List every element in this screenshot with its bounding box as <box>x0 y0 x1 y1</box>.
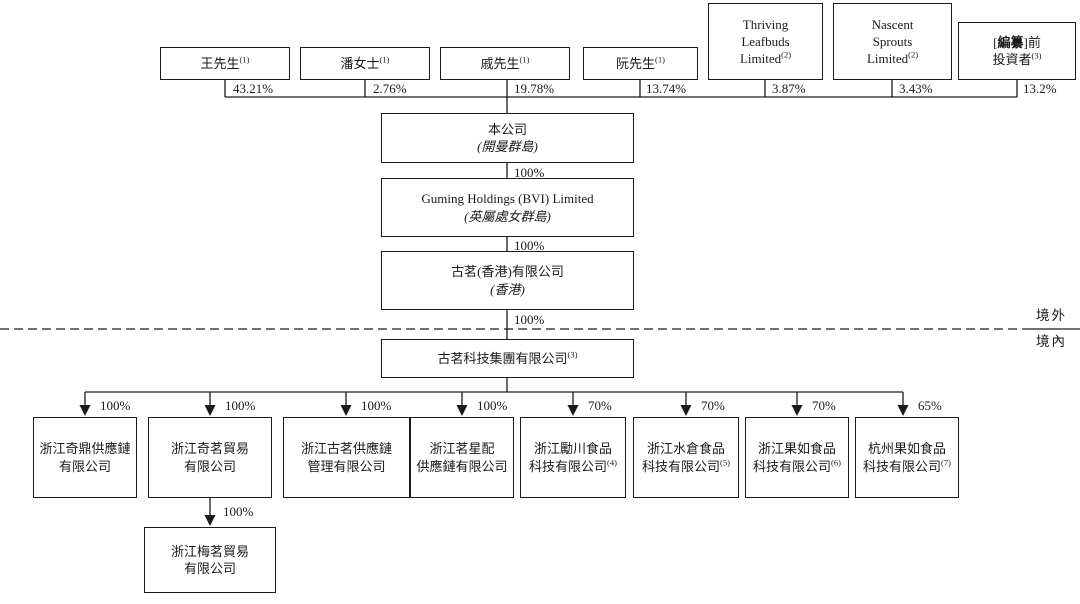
pct-mr-ruan: 13.74% <box>646 81 687 96</box>
shareholder-name: Nascent Sprouts Limited(2) <box>866 16 919 67</box>
shareholder-box-thriving-leafbuds: Thriving Leafbuds Limited(2) <box>708 3 823 80</box>
pct-subsidiary-4: 100% <box>477 398 508 413</box>
footnote-marker: (3) <box>1031 50 1042 61</box>
pct-thriving-leafbuds: 3.87% <box>772 81 806 96</box>
shareholder-box-pre-investors: [編纂]前 投資者(3) <box>958 22 1076 80</box>
subsidiary-box-mingxingpei-supply-chain: 浙江茗星配 供應鏈有限公司 <box>410 417 514 498</box>
footnote-marker: (1) <box>655 54 665 65</box>
company-name: 古茗科技集團有限公司(3) <box>437 349 578 366</box>
company-box-guming-technology-group: 古茗科技集團有限公司(3) <box>381 339 634 378</box>
pct-mr-wang: 43.21% <box>233 81 274 96</box>
footnote-marker: (6) <box>831 457 841 468</box>
company-name: Guming Holdings (BVI) Limited <box>421 191 594 207</box>
pct-subsidiary-2: 100% <box>225 398 256 413</box>
shareholder-box-mr-wang: 王先生(1) <box>160 47 290 80</box>
onshore-label: 境內 <box>1036 334 1067 349</box>
arrowheads <box>79 405 909 526</box>
subsidiary-box-hangzhou-guoru-food: 杭州果如食品 科技有限公司(7) <box>855 417 959 498</box>
jurisdiction-label: (開曼群島) <box>477 139 538 154</box>
pct-hk-to-wfoe: 100% <box>514 312 545 327</box>
pct-subsidiary-7: 70% <box>812 398 836 413</box>
pct-bvi-to-hk: 100% <box>514 238 545 253</box>
footnote-marker: (2) <box>781 49 792 60</box>
footnote-marker: (5) <box>720 457 730 468</box>
subsidiary-box-guming-supply-chain-management: 浙江古茗供應鏈 管理有限公司 <box>283 417 410 498</box>
jurisdiction-label: (英屬處女群島) <box>464 208 551 224</box>
company-box-bvi: Guming Holdings (BVI) Limited (英屬處女群島) <box>381 178 634 237</box>
subsidiary-box-qiding-supply-chain: 浙江奇鼎供應鏈 有限公司 <box>33 417 137 498</box>
company-name: 古茗(香港)有限公司 <box>451 264 564 280</box>
shareholder-name: 王先生(1) <box>200 54 250 71</box>
subsidiary-box-shuicang-food: 浙江水倉食品 科技有限公司(5) <box>633 417 739 498</box>
subsidiary-box-meiming-trading: 浙江梅茗貿易 有限公司 <box>144 527 276 593</box>
shareholder-box-mr-ruan: 阮先生(1) <box>583 47 698 80</box>
pct-subsidiary-3: 100% <box>361 398 392 413</box>
company-name: 本公司 <box>487 121 527 137</box>
shareholder-name: 潘女士(1) <box>340 54 390 71</box>
pct-ms-pan: 2.76% <box>373 81 407 96</box>
shareholder-box-ms-pan: 潘女士(1) <box>300 47 430 80</box>
shareholder-name: 阮先生(1) <box>616 54 665 71</box>
shareholder-box-mr-qi: 戚先生(1) <box>440 47 570 80</box>
footnote-marker: (3) <box>567 349 578 360</box>
footnote-marker: (4) <box>607 457 617 468</box>
pct-pre-investors: 13.2% <box>1023 81 1057 96</box>
footnote-marker: (2) <box>908 49 919 60</box>
pct-subsidiary-1: 100% <box>100 398 131 413</box>
pct-meiming-trading: 100% <box>223 504 254 519</box>
company-box-cayman: 本公司 (開曼群島) <box>381 113 634 163</box>
pct-subsidiary-8: 65% <box>918 398 942 413</box>
pct-subsidiary-6: 70% <box>701 398 725 413</box>
shareholder-name: [編纂]前 投資者(3) <box>992 34 1042 67</box>
shareholder-name: 戚先生(1) <box>480 54 530 71</box>
pct-company-to-bvi: 100% <box>514 165 545 180</box>
subsidiary-box-lichuan-food: 浙江勵川食品 科技有限公司(4) <box>520 417 626 498</box>
footnote-marker: (7) <box>941 457 951 468</box>
jurisdiction-label: (香港) <box>490 281 525 297</box>
subsidiary-box-qiming-trading: 浙江奇茗貿易 有限公司 <box>148 417 272 498</box>
company-box-hongkong: 古茗(香港)有限公司 (香港) <box>381 251 634 310</box>
offshore-label: 境外 <box>1036 308 1067 323</box>
pct-subsidiary-5: 70% <box>588 398 612 413</box>
pct-nascent-sprouts: 3.43% <box>899 81 933 96</box>
subsidiary-box-zhejiang-guoru-food: 浙江果如食品 科技有限公司(6) <box>745 417 849 498</box>
shareholder-name: Thriving Leafbuds Limited(2) <box>739 16 792 67</box>
redaction-placeholder: 編纂 <box>997 34 1024 50</box>
footnote-marker: (1) <box>239 54 250 65</box>
pct-mr-qi: 19.78% <box>514 81 555 96</box>
footnote-marker: (1) <box>519 54 530 65</box>
footnote-marker: (1) <box>379 54 390 65</box>
shareholder-box-nascent-sprouts: Nascent Sprouts Limited(2) <box>833 3 952 80</box>
